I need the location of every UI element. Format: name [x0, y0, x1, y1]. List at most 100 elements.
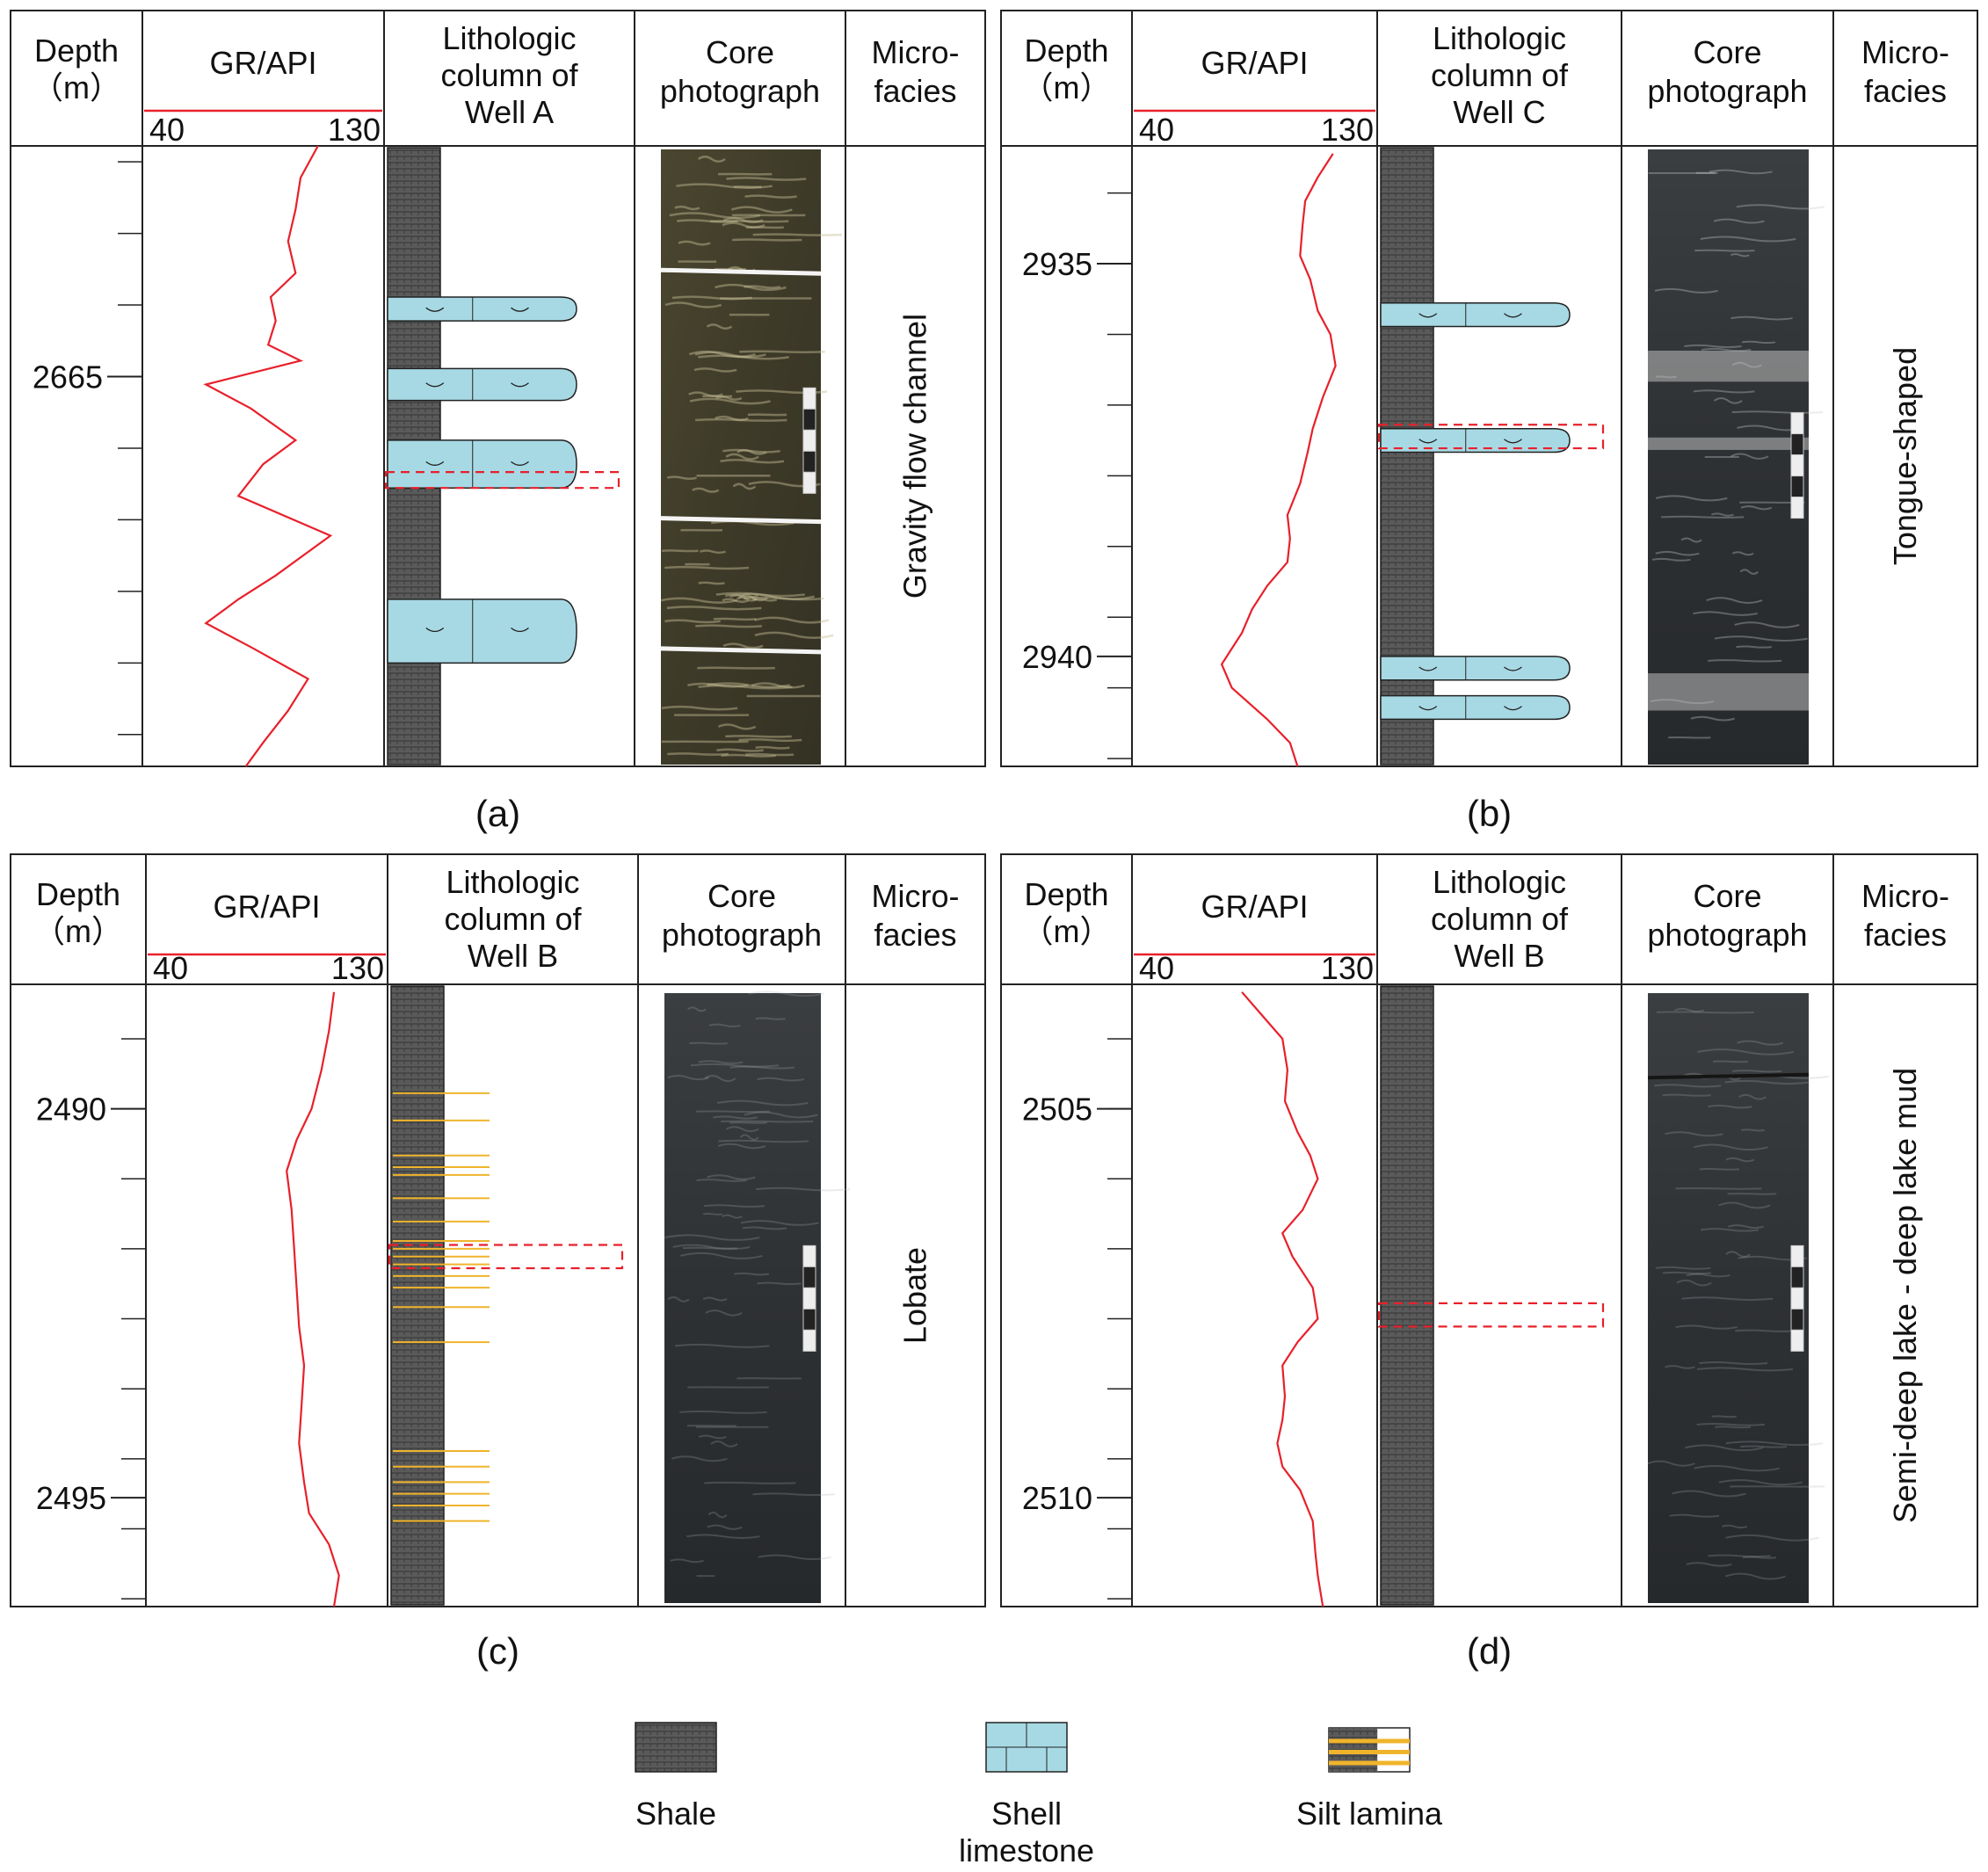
core-texture — [674, 205, 700, 211]
core-header: Core — [707, 878, 776, 914]
core-texture — [743, 596, 824, 601]
gr-curve — [1220, 153, 1337, 767]
core-texture — [710, 1440, 738, 1448]
core-header: Core — [1693, 878, 1761, 914]
core-texture — [671, 295, 752, 301]
core-texture — [748, 990, 824, 998]
core-texture — [707, 1512, 728, 1519]
core-texture — [1713, 397, 1743, 404]
core-texture — [1736, 645, 1772, 649]
core-texture — [692, 487, 720, 493]
microfacies-label: Tongue-shaped — [1887, 347, 1923, 565]
core-texture — [752, 233, 842, 236]
panel-label: (c) — [476, 1630, 519, 1672]
panel-frame — [10, 10, 986, 767]
core-texture — [688, 391, 723, 397]
core-texture — [1661, 515, 1745, 519]
core-texture — [687, 682, 749, 688]
core-texture — [1725, 1251, 1752, 1258]
core-texture — [730, 206, 793, 214]
shell-symbol — [511, 461, 529, 466]
depth-label: 2510 — [1022, 1480, 1092, 1516]
core-break — [660, 646, 822, 655]
microfacies-label: Lobate — [897, 1247, 933, 1344]
scale-segment — [1790, 497, 1804, 519]
core-texture — [696, 1179, 747, 1182]
core-texture — [1701, 347, 1752, 352]
core-texture — [738, 594, 768, 602]
core-texture — [667, 752, 729, 756]
core-texture — [689, 397, 771, 405]
core-texture — [1713, 218, 1765, 224]
gr-header: GR/API — [1201, 45, 1308, 81]
depth-unit: （m） — [1022, 69, 1112, 105]
core-texture — [667, 1074, 709, 1081]
core-texture — [1669, 1513, 1720, 1518]
scale-bar — [1790, 412, 1804, 519]
panel-frame — [1000, 853, 1978, 1607]
core-texture — [698, 581, 725, 585]
scale-segment — [1790, 412, 1804, 435]
core-texture — [670, 1558, 704, 1564]
core-photograph — [1647, 993, 1830, 1603]
microfacies-header: facies — [874, 917, 956, 953]
core-texture — [1697, 1048, 1795, 1056]
scale-segment — [802, 1287, 816, 1310]
core-texture — [1654, 287, 1718, 294]
lithologic-header: column of — [444, 901, 582, 937]
shale-column — [390, 985, 445, 1606]
core-texture — [1686, 1562, 1732, 1567]
core-texture — [1655, 1266, 1711, 1270]
lithologic-header: Lithologic — [1433, 20, 1566, 56]
core-header: photograph — [660, 73, 820, 109]
depth-label: 2665 — [33, 359, 103, 395]
core-break — [660, 267, 822, 276]
depth-header: Depth — [1024, 33, 1108, 69]
core-texture — [726, 177, 807, 181]
core-texture — [1736, 204, 1825, 210]
scale-segment — [1790, 475, 1804, 498]
shell-limestone-bed — [1380, 656, 1571, 681]
core-texture — [695, 624, 762, 628]
core-texture — [713, 1115, 758, 1120]
scale-segment — [1790, 454, 1804, 477]
depth-label: 2940 — [1022, 639, 1092, 675]
gr-curve — [286, 991, 340, 1607]
core-texture — [716, 1099, 809, 1107]
core-texture — [738, 737, 802, 743]
core-texture — [716, 748, 764, 752]
microfacies-header: facies — [1864, 73, 1947, 109]
core-texture — [697, 156, 726, 163]
core-texture — [675, 1343, 770, 1348]
depth-header: Depth — [36, 876, 120, 912]
lithologic-header: Well B — [1454, 938, 1544, 974]
core-texture — [698, 354, 789, 360]
shell-symbol — [425, 382, 445, 388]
scale-segment — [1790, 1266, 1804, 1288]
gr-header: GR/API — [213, 889, 320, 925]
core-texture — [704, 1204, 765, 1208]
core-break — [660, 516, 822, 525]
highlight-box — [1377, 1302, 1605, 1328]
shell-symbol — [425, 307, 445, 312]
core-texture — [1711, 512, 1734, 517]
scale-bar — [1790, 1244, 1804, 1352]
core-header: photograph — [1647, 917, 1807, 953]
core-texture — [1741, 1128, 1766, 1132]
core-texture — [1701, 1228, 1759, 1232]
core-texture — [751, 598, 778, 602]
core-texture — [729, 1121, 767, 1124]
core-texture — [1685, 1444, 1764, 1452]
core-texture — [1699, 1361, 1768, 1365]
core-texture — [722, 448, 780, 453]
core-texture — [734, 1272, 770, 1276]
core-texture — [686, 1534, 760, 1539]
core-texture — [664, 619, 721, 624]
scale-bar — [802, 387, 816, 494]
core-texture — [1715, 1426, 1752, 1429]
core-texture — [661, 705, 738, 711]
core-texture — [742, 1226, 787, 1230]
core-texture — [1718, 1201, 1771, 1209]
core-texture — [687, 1006, 707, 1012]
microfacies-header: Micro- — [1861, 878, 1949, 914]
